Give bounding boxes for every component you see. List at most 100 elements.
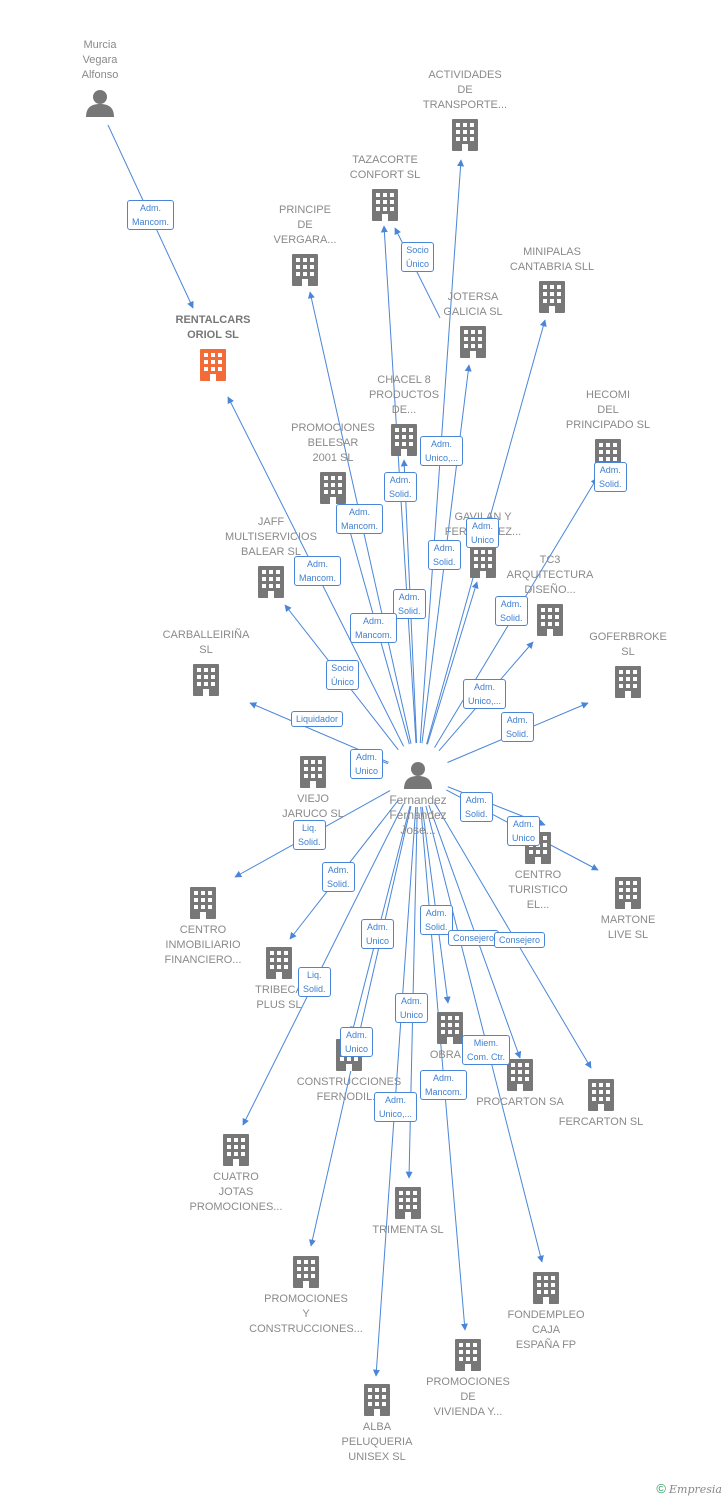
edge-label-fernandez-to-centro_turistico[interactable]: Adm.Solid. (460, 792, 493, 822)
building-icon-jotersa[interactable] (460, 326, 486, 358)
node-label-line: FERNODIL... (316, 1091, 382, 1103)
edge-label-fernandez-to-martone[interactable]: Adm.Unico (507, 816, 541, 846)
person-icon-murcia[interactable] (86, 90, 114, 117)
building-icon-trimenta[interactable] (395, 1187, 421, 1219)
node-trimenta[interactable]: TRIMENTA SL (338, 1223, 478, 1238)
edge-label-fernandez-to-alba[interactable]: Adm.Unico,... (374, 1092, 418, 1122)
building-icon-promociones_construcciones[interactable] (293, 1256, 319, 1288)
node-label-line: DEL (597, 404, 619, 416)
building-icon-obra[interactable] (437, 1012, 463, 1044)
building-icon-carballeirina[interactable] (193, 664, 219, 696)
node-label-line: PROMOCIONES (291, 422, 375, 434)
edge-label-fernandez-to-tc3[interactable]: Adm.Unico,... (463, 679, 507, 709)
building-icon-centro_inmobiliario[interactable] (190, 887, 216, 919)
node-procarton[interactable]: PROCARTON SA (450, 1095, 590, 1110)
building-icon-viejo[interactable] (300, 756, 326, 788)
edge-label-fernandez-to-goferbroke[interactable]: Adm.Solid. (501, 712, 534, 742)
edge-label-fernandez-to-promociones_construcciones[interactable]: Adm.Unico (340, 1027, 374, 1057)
edge-label-fernandez-to-principe[interactable]: Adm.Mancom. (350, 613, 398, 643)
edge-label-fernandez-to-jaff[interactable]: Adm.Mancom. (294, 556, 342, 586)
edge-label-fernandez-to-cuatro_jotas[interactable]: Liq.Solid. (298, 967, 331, 997)
node-label-line: OBRA... (429, 1049, 471, 1061)
edge-label-fernandez-to-centro_inmobiliario[interactable]: Liq.Solid. (293, 820, 326, 850)
building-icon-rentalcars[interactable] (200, 349, 226, 381)
person-icon-fernandez[interactable] (404, 762, 432, 789)
edge-label-text: Socio (406, 245, 429, 255)
edge-label-text: Solid. (506, 729, 529, 739)
node-fercarton[interactable]: FERCARTON SL (531, 1115, 671, 1130)
edge-label-fernandez-to-construcciones_fernodil[interactable]: Adm.Unico (361, 919, 395, 949)
edge-label-fernandez-to-chacel[interactable]: Adm.Solid. (393, 589, 426, 619)
building-icon-tazacorte[interactable] (372, 189, 398, 221)
node-label-line: VIEJO (297, 793, 329, 805)
building-icon-cuatro_jotas[interactable] (223, 1134, 249, 1166)
building-icon-principe[interactable] (292, 254, 318, 286)
building-icon-actividades[interactable] (452, 119, 478, 151)
node-label-line: VERGARA... (273, 234, 337, 246)
edge-label-fernandez-to-obra[interactable]: Adm.Solid. (420, 905, 453, 935)
edge-label-fernandez-to-gavilan[interactable]: Adm.Solid. (428, 540, 461, 570)
building-icon-promociones_belesar[interactable] (320, 472, 346, 504)
edge-label-fernandez-to-gavilan[interactable]: Adm.Unico (466, 518, 500, 548)
edge-label-text: Adm. (327, 865, 349, 875)
building-icon-fercarton[interactable] (588, 1079, 614, 1111)
edge-label-fernandez-to-promociones_belesar[interactable]: Adm.Solid. (384, 472, 417, 502)
edge-label-fernandez-to-procarton[interactable]: Consejero (448, 930, 500, 946)
node-obra[interactable]: OBRA... (380, 1048, 520, 1063)
node-label-line: TURISTICO (508, 884, 568, 896)
building-icon-procarton[interactable] (507, 1059, 533, 1091)
edge-label-fernandez-to-promociones_belesar[interactable]: Adm.Mancom. (336, 504, 384, 534)
node-label-line: LIVE SL (607, 929, 649, 941)
node-label-line: PROMOCIONES (264, 1293, 348, 1305)
building-icon-martone[interactable] (615, 877, 641, 909)
edge-label-fernandez-to-trimenta[interactable]: Adm.Unico (395, 993, 429, 1023)
edge-label-fernandez-to-promociones_vivienda[interactable]: Adm.Mancom. (420, 1070, 468, 1100)
building-icon-alba[interactable] (364, 1384, 390, 1416)
node-label-line: DISEÑO... (524, 584, 576, 596)
edge-label-fernandez-to-viejo[interactable]: Adm.Unico (350, 749, 384, 779)
edge-label-fernandez-to-chacel[interactable]: Adm.Unico,... (420, 436, 464, 466)
node-label-line: 2001 SL (312, 452, 354, 464)
node-label-line: TRIBECA (255, 984, 303, 996)
edge-label-fernandez-to-hecomi[interactable]: Adm.Solid. (594, 462, 627, 492)
edge-label-fernandez-to-tribeca[interactable]: Adm.Solid. (322, 862, 355, 892)
edge-label-text: Unico,... (379, 1109, 413, 1119)
building-icon-jaff[interactable] (258, 566, 284, 598)
edge-label-text: Mancom. (299, 573, 337, 583)
building-icon-fondempleo[interactable] (533, 1272, 559, 1304)
edge-label-murcia-to-rentalcars[interactable]: Adm.Mancom. (127, 200, 175, 230)
edge-label-fernandez-to-obra[interactable]: Miem.Com. Ctr. (462, 1035, 511, 1065)
edge-label-fernandez-to-carballeirina[interactable]: Liquidador (291, 711, 344, 727)
edge-label-fernandez-to-tc3[interactable]: Adm.Solid. (495, 596, 528, 626)
edge-label-fernandez-to-fercarton[interactable]: Consejero (494, 932, 546, 948)
building-icon-goferbroke[interactable] (615, 666, 641, 698)
